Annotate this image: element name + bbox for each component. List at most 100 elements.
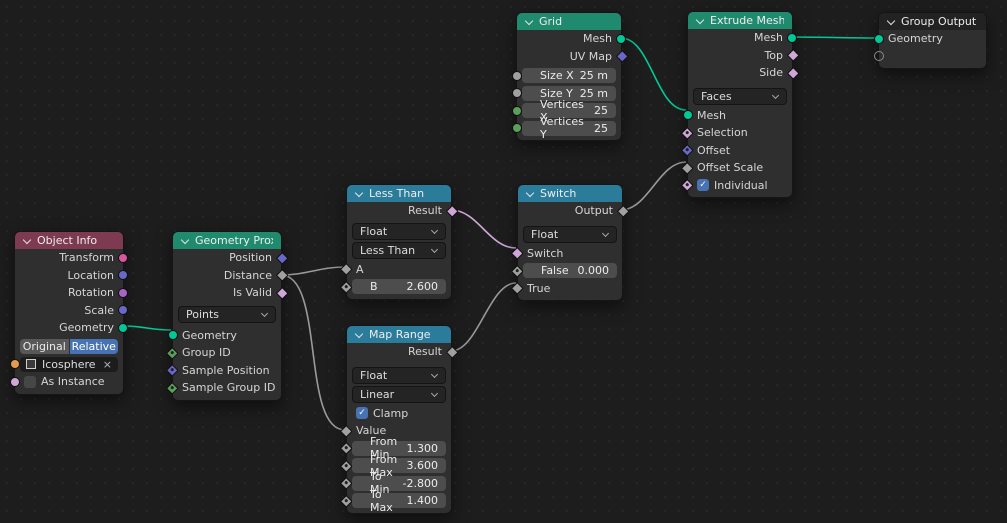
mesh-output-socket[interactable]	[616, 33, 626, 44]
offset-input-socket[interactable]	[681, 144, 694, 157]
individual-checkbox[interactable]: ✓	[697, 179, 709, 192]
node-less-than[interactable]: Less Than Result Float Less Than A B 2.6…	[340, 184, 458, 300]
vertices-y-input-socket[interactable]	[512, 123, 522, 134]
chevron-down-icon	[431, 372, 438, 379]
node-header-extrude-mesh[interactable]: Extrude Mesh	[688, 12, 792, 29]
data-type-dropdown[interactable]: Float	[352, 222, 446, 240]
interpolation-dropdown[interactable]: Linear	[352, 385, 446, 403]
from-min-field[interactable]: From Min 1.300	[352, 435, 446, 461]
top-output-socket[interactable]	[786, 49, 799, 62]
input-label-selection: Selection	[697, 126, 748, 140]
collapse-chevron-icon[interactable]	[525, 18, 533, 26]
node-header-less-than[interactable]: Less Than	[347, 185, 451, 202]
value-input-socket[interactable]	[340, 424, 353, 437]
vertices-x-input-socket[interactable]	[512, 105, 522, 116]
vertices-y-field[interactable]: Vertices Y 25	[522, 115, 616, 141]
field-value: 25 m	[579, 86, 608, 100]
collapse-chevron-icon[interactable]	[887, 18, 895, 26]
node-header-map-range[interactable]: Map Range	[347, 326, 451, 343]
mesh-output-socket[interactable]	[787, 32, 797, 43]
collapse-chevron-icon[interactable]	[696, 17, 704, 25]
chevron-down-icon	[602, 231, 609, 238]
true-input-socket[interactable]	[511, 282, 524, 295]
geometry-input-socket[interactable]	[874, 33, 884, 44]
geometry-input-socket[interactable]	[168, 330, 178, 341]
input-label-sample-group-id: Sample Group ID	[182, 381, 276, 395]
object-selector-field[interactable]: Icosphere ×	[20, 356, 118, 372]
dropdown-value: Points	[186, 307, 220, 321]
geometry-output-socket[interactable]	[118, 322, 128, 333]
offset-scale-input-socket[interactable]	[681, 161, 694, 174]
result-output-socket[interactable]	[445, 345, 458, 358]
target-element-dropdown[interactable]: Points	[178, 305, 276, 323]
node-extrude-mesh[interactable]: Extrude Mesh Mesh Top Side Faces Mesh Se…	[681, 11, 799, 198]
sample-position-input-socket[interactable]	[166, 364, 179, 377]
clamp-checkbox[interactable]: ✓	[356, 407, 368, 420]
distance-output-socket[interactable]	[275, 269, 288, 282]
transform-output-socket[interactable]	[118, 252, 128, 263]
collapse-chevron-icon[interactable]	[526, 190, 534, 198]
sample-group-id-input-socket[interactable]	[166, 381, 179, 394]
object-input-socket[interactable]	[10, 359, 20, 370]
node-header-object-info[interactable]: Object Info	[15, 232, 123, 249]
as-instance-checkbox[interactable]	[24, 375, 36, 388]
position-output-socket[interactable]	[275, 251, 288, 264]
as-instance-input-socket[interactable]	[10, 376, 20, 387]
collapse-chevron-icon[interactable]	[181, 237, 189, 245]
scale-output-socket[interactable]	[118, 305, 128, 316]
to-max-field[interactable]: To Max 1.400	[352, 488, 446, 514]
vertices-x-field[interactable]: Vertices X 25	[522, 98, 616, 124]
relative-button[interactable]: Relative	[69, 338, 118, 354]
node-geometry-proximity[interactable]: Geometry Proximity Position Distance Is …	[166, 231, 288, 401]
size-x-input-socket[interactable]	[512, 70, 522, 81]
node-header-geometry-proximity[interactable]: Geometry Proximity	[173, 232, 281, 249]
collapse-chevron-icon[interactable]	[355, 331, 363, 339]
transform-space-toggle: Original Relative	[20, 338, 118, 354]
node-switch[interactable]: Switch Output Float Switch False 0.000 T…	[511, 184, 629, 301]
false-input-socket[interactable]	[511, 264, 524, 277]
from-max-field[interactable]: From Max 3.600	[352, 453, 446, 479]
false-value-field[interactable]: False 0.000	[523, 263, 617, 279]
rotation-output-socket[interactable]	[118, 287, 128, 298]
selection-input-socket[interactable]	[681, 126, 694, 139]
b-input-socket[interactable]	[340, 280, 353, 293]
location-output-socket[interactable]	[118, 270, 128, 281]
clear-object-icon[interactable]: ×	[102, 357, 112, 371]
operation-dropdown[interactable]: Less Than	[352, 241, 446, 259]
size-y-field[interactable]: Size Y 25 m	[522, 85, 616, 101]
original-button[interactable]: Original	[20, 338, 69, 354]
b-value-field[interactable]: B 2.600	[352, 279, 446, 295]
from-min-input-socket[interactable]	[340, 442, 353, 455]
node-grid[interactable]: Grid Mesh UV Map Size X 25 m Size Y 25 m…	[512, 12, 628, 141]
extrude-mode-dropdown[interactable]: Faces	[693, 87, 787, 105]
data-type-dropdown[interactable]: Float	[523, 225, 617, 243]
uv-map-output-socket[interactable]	[615, 50, 628, 63]
is-valid-output-socket[interactable]	[275, 286, 288, 299]
mesh-input-socket[interactable]	[683, 110, 693, 121]
size-y-input-socket[interactable]	[512, 88, 522, 99]
node-header-group-output[interactable]: Group Output	[879, 13, 986, 30]
to-min-input-socket[interactable]	[340, 477, 353, 490]
node-object-info[interactable]: Object Info Transform Location Rotation …	[10, 231, 128, 395]
size-x-field[interactable]: Size X 25 m	[522, 68, 616, 84]
a-input-socket[interactable]	[340, 263, 353, 276]
node-header-grid[interactable]: Grid	[517, 13, 621, 30]
data-type-dropdown[interactable]: Float	[352, 366, 446, 384]
collapse-chevron-icon[interactable]	[355, 190, 363, 198]
node-header-switch[interactable]: Switch	[518, 185, 622, 202]
virtual-extension-socket[interactable]	[874, 51, 884, 62]
individual-input-socket[interactable]	[681, 179, 694, 192]
output-socket[interactable]	[616, 204, 629, 217]
node-group-output[interactable]: Group Output Geometry	[874, 12, 987, 69]
side-output-socket[interactable]	[786, 66, 799, 79]
from-max-input-socket[interactable]	[340, 459, 353, 472]
collapse-chevron-icon[interactable]	[23, 237, 31, 245]
to-min-field[interactable]: To Min -2.800	[352, 470, 446, 496]
link-distance-to-maprange-value	[280, 274, 346, 431]
switch-input-socket[interactable]	[511, 247, 524, 260]
group-id-input-socket[interactable]	[166, 346, 179, 359]
to-max-input-socket[interactable]	[340, 494, 353, 507]
result-output-socket[interactable]	[445, 204, 458, 217]
node-map-range[interactable]: Map Range Result Float Linear ✓ Clamp Va…	[340, 325, 458, 514]
